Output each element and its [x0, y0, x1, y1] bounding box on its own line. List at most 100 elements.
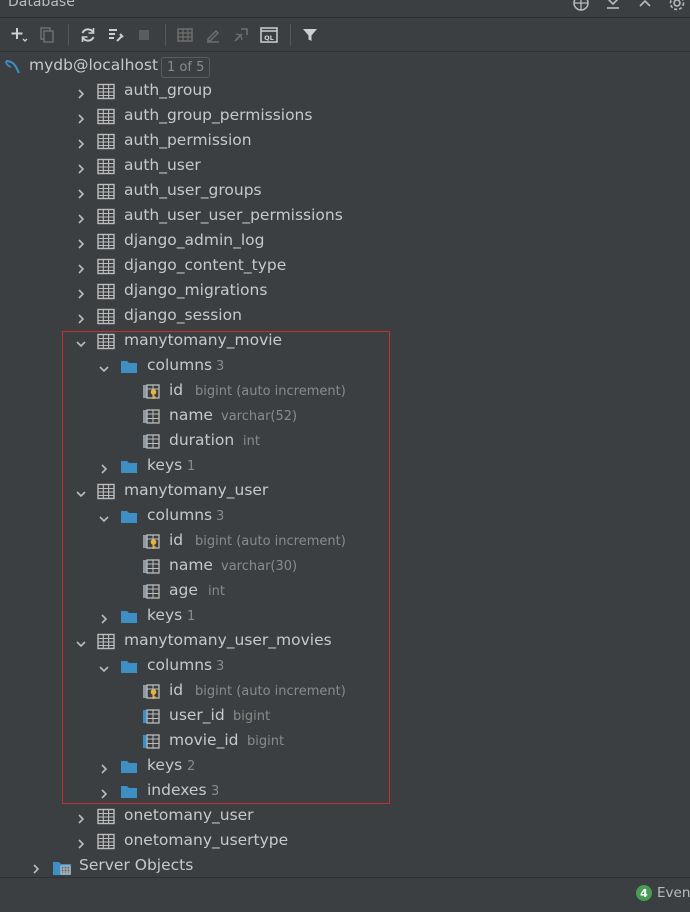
datasource-label: mydb@localhost: [29, 56, 159, 74]
tree-node-column[interactable]: name varchar(30): [0, 554, 690, 579]
collapse-all-icon[interactable]: [604, 0, 622, 12]
tree-node-table[interactable]: manytomany_user_movies: [0, 629, 690, 654]
tree-node-columns-folder[interactable]: columns 3: [0, 504, 690, 529]
folder-icon: [120, 608, 138, 625]
table-label: onetomany_user: [124, 806, 254, 824]
folder-icon: [120, 783, 138, 800]
column-name: user_id: [169, 706, 225, 724]
gear-icon[interactable]: [668, 0, 686, 12]
tree-node-column[interactable]: id bigint (auto increment): [0, 529, 690, 554]
primary-key-column-icon: [142, 383, 160, 400]
edit-icon[interactable]: [200, 22, 226, 48]
toolbar-separator: [290, 23, 291, 46]
jump-to-source-icon[interactable]: [228, 22, 254, 48]
tree-node-table[interactable]: django_migrations: [0, 279, 690, 304]
chevron-right-icon[interactable]: [75, 160, 87, 174]
chevron-right-icon[interactable]: [75, 210, 87, 224]
tree-node-table[interactable]: auth_user_user_permissions: [0, 204, 690, 229]
tree-node-server-objects[interactable]: Server Objects: [0, 854, 690, 879]
chevron-right-icon[interactable]: [98, 460, 110, 474]
tree-node-table[interactable]: onetomany_usertype: [0, 829, 690, 854]
tree-node-column[interactable]: id bigint (auto increment): [0, 679, 690, 704]
chevron-right-icon[interactable]: [75, 810, 87, 824]
tree-node-column[interactable]: id bigint (auto increment): [0, 379, 690, 404]
chevron-down-icon[interactable]: [98, 510, 110, 523]
chevron-right-icon[interactable]: [98, 760, 110, 774]
foreign-key-column-icon: [142, 733, 160, 750]
tree-node-column[interactable]: user_id bigint: [0, 704, 690, 729]
chevron-right-icon[interactable]: [30, 860, 42, 874]
tree-node-columns-folder[interactable]: columns 3: [0, 654, 690, 679]
tree-node-table[interactable]: django_content_type: [0, 254, 690, 279]
tree-node-table[interactable]: auth_group_permissions: [0, 104, 690, 129]
folder-count: 3: [216, 359, 225, 374]
column-name: duration: [169, 431, 235, 449]
tree-node-column[interactable]: name varchar(52): [0, 404, 690, 429]
query-console-icon[interactable]: QL: [256, 22, 282, 48]
chevron-down-icon[interactable]: [98, 660, 110, 673]
tree-node-table[interactable]: manytomany_movie: [0, 329, 690, 354]
chevron-right-icon[interactable]: [75, 310, 87, 324]
chevron-right-icon[interactable]: [98, 610, 110, 624]
chevron-right-icon[interactable]: [75, 260, 87, 274]
column-type: int: [208, 584, 225, 599]
tree-node-table[interactable]: auth_user_groups: [0, 179, 690, 204]
chevron-down-icon[interactable]: [75, 485, 87, 498]
column-icon: [142, 558, 160, 575]
table-icon: [97, 633, 115, 650]
stop-icon[interactable]: [131, 22, 157, 48]
table-label: django_content_type: [124, 256, 287, 274]
event-log-button[interactable]: 4 Event: [636, 885, 690, 901]
table-label: django_admin_log: [124, 231, 265, 249]
tree-node-keys-folder[interactable]: keys 1: [0, 454, 690, 479]
refresh-icon[interactable]: [75, 22, 101, 48]
chevron-right-icon[interactable]: [75, 835, 87, 849]
toolbar-separator: [165, 23, 166, 46]
tree-node-datasource[interactable]: mydb@localhost 1 of 5: [0, 54, 690, 79]
expand-all-icon[interactable]: [636, 0, 654, 12]
add-icon[interactable]: [6, 22, 32, 48]
tree-node-table[interactable]: django_session: [0, 304, 690, 329]
tree-node-columns-folder[interactable]: columns 3: [0, 354, 690, 379]
tree-node-column[interactable]: duration int: [0, 429, 690, 454]
tree-node-table[interactable]: manytomany_user: [0, 479, 690, 504]
table-editor-icon[interactable]: [172, 22, 198, 48]
chevron-down-icon[interactable]: [98, 360, 110, 373]
folder-label: keys: [147, 606, 183, 624]
folder-label: keys: [147, 456, 183, 474]
tree-node-column[interactable]: age int: [0, 579, 690, 604]
tree-node-table[interactable]: auth_group: [0, 79, 690, 104]
tree-node-table[interactable]: auth_user: [0, 154, 690, 179]
column-name: age: [169, 581, 198, 599]
chevron-down-icon[interactable]: [75, 335, 87, 348]
schema-count-badge[interactable]: 1 of 5: [161, 57, 211, 78]
duplicate-icon[interactable]: [34, 22, 60, 48]
folder-label: columns: [147, 356, 213, 374]
globe-icon[interactable]: [572, 0, 590, 12]
tree-node-table[interactable]: onetomany_user: [0, 804, 690, 829]
tree-node-indexes-folder[interactable]: indexes 3: [0, 779, 690, 804]
folder-icon: [120, 758, 138, 775]
tree-node-keys-folder[interactable]: keys 1: [0, 604, 690, 629]
chevron-right-icon[interactable]: [75, 185, 87, 199]
chevron-right-icon[interactable]: [75, 135, 87, 149]
event-log-label: Event: [657, 885, 690, 901]
server-objects-icon: [52, 858, 71, 875]
column-type: int: [243, 434, 260, 449]
tree-node-column[interactable]: movie_id bigint: [0, 729, 690, 754]
chevron-down-icon[interactable]: [75, 635, 87, 648]
chevron-right-icon[interactable]: [75, 85, 87, 99]
chevron-right-icon[interactable]: [75, 235, 87, 249]
table-label: auth_user: [124, 156, 201, 174]
chevron-right-icon[interactable]: [75, 110, 87, 124]
table-icon: [97, 133, 115, 150]
tree-node-table[interactable]: django_admin_log: [0, 229, 690, 254]
tree-node-table[interactable]: auth_permission: [0, 129, 690, 154]
column-icon: [142, 408, 160, 425]
filter-icon[interactable]: [297, 22, 323, 48]
chevron-right-icon[interactable]: [98, 785, 110, 799]
schema-settings-icon[interactable]: [103, 22, 129, 48]
chevron-right-icon[interactable]: [75, 285, 87, 299]
tree-node-keys-folder[interactable]: keys 2: [0, 754, 690, 779]
